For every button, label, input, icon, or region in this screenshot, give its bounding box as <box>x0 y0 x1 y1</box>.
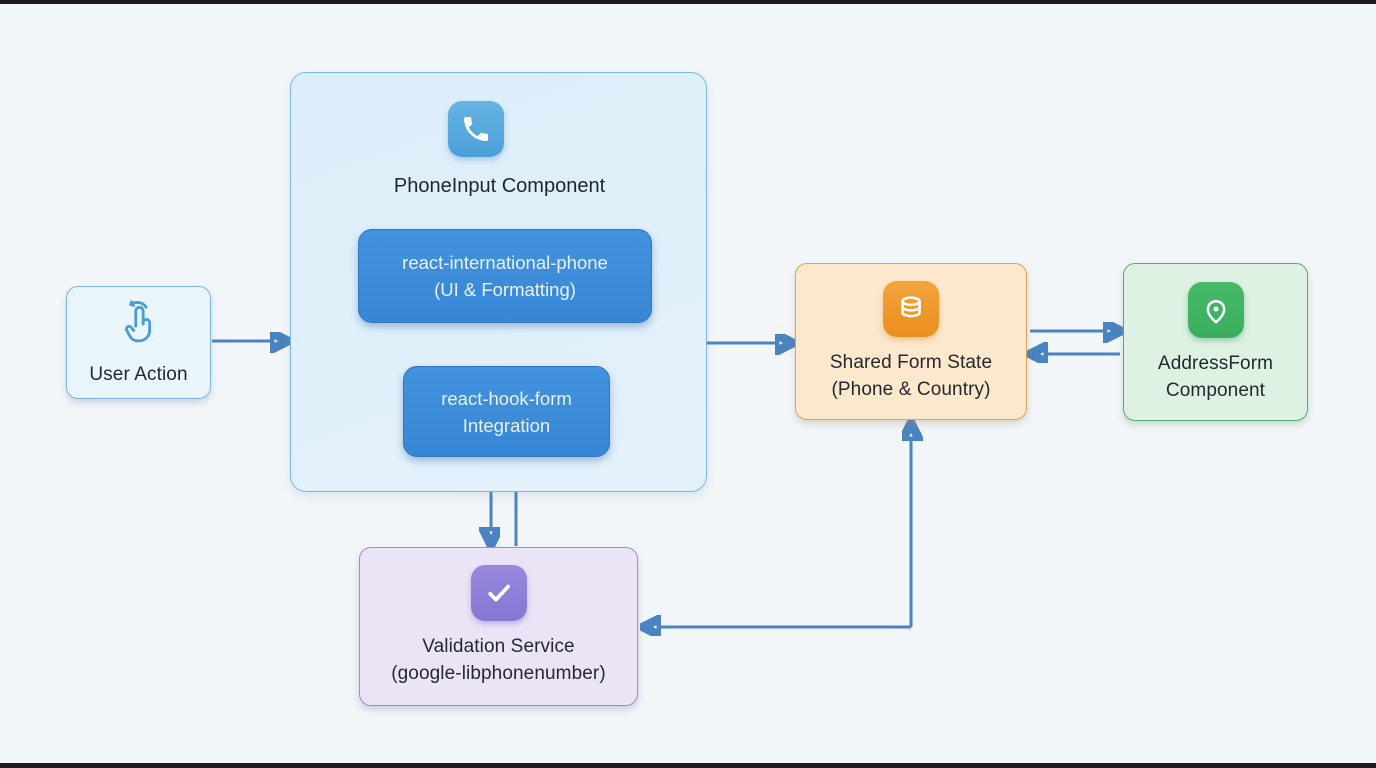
phone-icon <box>448 101 504 157</box>
shared-form-state-label-line2: (Phone & Country) <box>831 379 991 400</box>
top-letterbox-bar <box>0 0 1376 4</box>
validation-service-label-line1: Validation Service <box>422 636 575 657</box>
validation-service-node: Validation Service (google-libphonenumbe… <box>359 547 638 706</box>
location-pin-icon <box>1187 282 1244 338</box>
checkmark-icon <box>470 565 527 621</box>
phoneinput-component-container: PhoneInput Component react-international… <box>290 72 707 492</box>
shared-form-state-node: Shared Form State (Phone & Country) <box>795 263 1027 420</box>
react-hook-form-box: react-hook-form Integration <box>403 366 610 457</box>
shared-form-state-label-line1: Shared Form State <box>829 352 993 373</box>
address-form-node: AddressForm Component <box>1123 263 1308 421</box>
react-international-phone-label-line2: (UI & Formatting) <box>434 279 576 300</box>
react-international-phone-box: react-international-phone (UI & Formatti… <box>358 229 652 323</box>
user-action-label: User Action <box>89 363 188 385</box>
react-international-phone-label-line1: react-international-phone <box>402 252 608 273</box>
tap-gesture-icon <box>113 298 165 355</box>
address-form-label-line1: AddressForm <box>1157 353 1274 374</box>
database-icon <box>883 281 939 337</box>
phoneinput-container-title: PhoneInput Component <box>393 175 606 197</box>
user-action-node: User Action <box>66 286 211 399</box>
address-form-label-line2: Component <box>1165 380 1266 401</box>
react-hook-form-label-line2: Integration <box>462 414 551 436</box>
bottom-letterbox-bar <box>0 763 1376 768</box>
react-hook-form-label-line1: react-hook-form <box>441 387 572 409</box>
validation-service-label-line2: (google-libphonenumber) <box>391 663 606 684</box>
